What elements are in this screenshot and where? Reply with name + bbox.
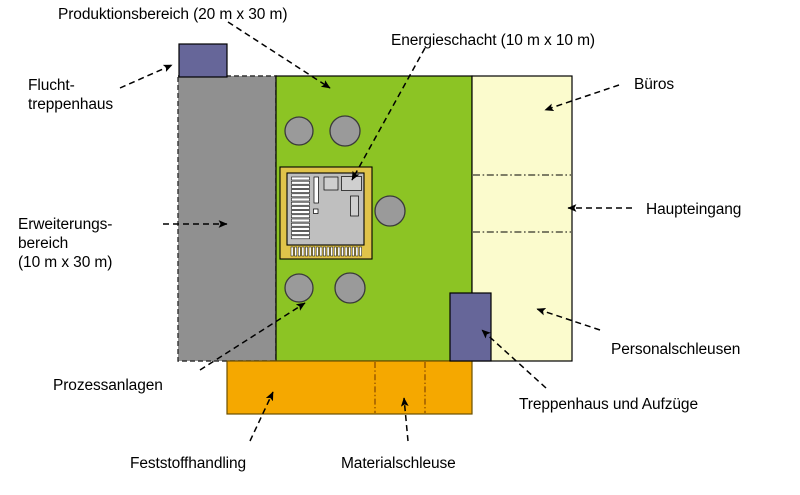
label-feststoffhandling: Feststoffhandling — [130, 455, 247, 472]
leader-treppenhaus-aufzuege — [481, 329, 547, 389]
label-erweiterungsbereich: Erweiterungs- bereich (10 m x 30 m) — [18, 216, 113, 271]
zone-treppenhaus-aufzuege[interactable] — [449, 292, 492, 362]
sensor-icon — [313, 208, 319, 214]
leader-lines — [119, 21, 632, 442]
label-energieschacht: Energieschacht (10 m x 10 m) — [391, 32, 595, 49]
label-prozessanlagen: Prozessanlagen — [53, 377, 163, 394]
label-materialschleuse: Materialschleuse — [341, 455, 456, 472]
label-fluchttreppenhaus: Flucht- treppenhaus — [28, 77, 114, 113]
tank-5[interactable] — [334, 272, 366, 304]
panel-box-icon — [323, 176, 339, 191]
tank-2[interactable] — [329, 115, 361, 147]
tank-1[interactable] — [284, 116, 314, 146]
wide-panel-icon — [341, 176, 362, 191]
process-tanks — [284, 115, 406, 304]
office-dividers — [473, 174, 571, 233]
leader-prozessanlagen — [199, 302, 306, 371]
label-haupteingang: Haupteingang — [646, 201, 742, 218]
label-treppenhaus-aufzuege: Treppenhaus und Aufzüge — [519, 396, 698, 413]
leader-feststoffhandling — [249, 391, 274, 442]
zone-erweiterungsbereich[interactable] — [177, 75, 277, 362]
leader-materialschleuse — [400, 397, 409, 442]
energieschacht-block[interactable] — [279, 166, 373, 260]
leader-fluchttreppenhaus — [119, 64, 173, 89]
leader-energieschacht — [351, 47, 426, 181]
tank-4[interactable] — [284, 273, 314, 303]
louver-stack-icon — [291, 176, 310, 240]
vertical-duct-icon — [350, 195, 359, 217]
leader-personalschleusen — [536, 307, 601, 331]
label-bueros: Büros — [634, 76, 674, 93]
label-personalschleusen: Personalschleusen — [611, 341, 741, 358]
leader-produktionsbereich — [227, 21, 331, 89]
zone-fluchttreppenhaus[interactable] — [178, 43, 228, 78]
bottom-comb-icon — [290, 246, 362, 257]
handling-dividers — [374, 362, 426, 413]
leader-bueros — [544, 84, 620, 112]
riser-icon — [313, 176, 319, 204]
label-produktionsbereich: Produktionsbereich (20 m x 30 m) — [58, 6, 288, 23]
zone-feststoffhandling[interactable] — [226, 360, 473, 415]
tank-3[interactable] — [374, 195, 406, 227]
